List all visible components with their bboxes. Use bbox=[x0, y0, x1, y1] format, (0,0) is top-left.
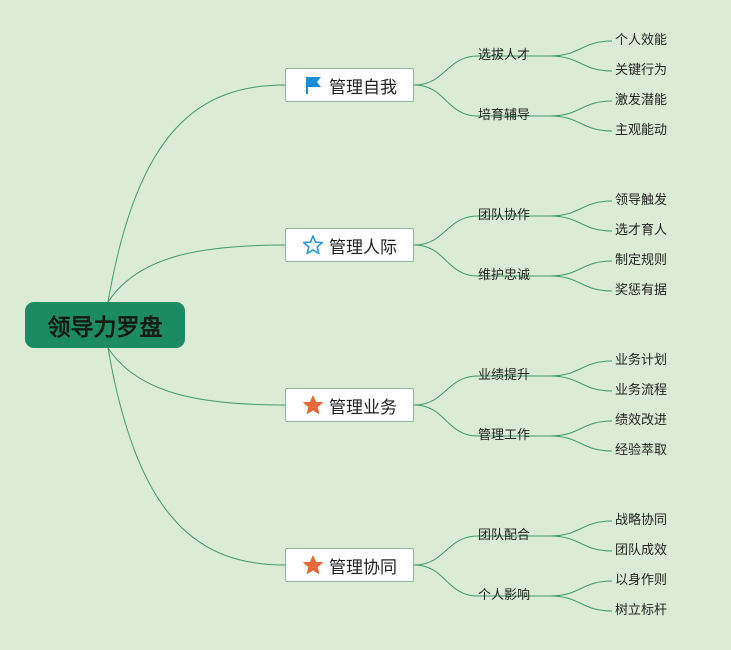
connector-line bbox=[549, 595, 613, 612]
leaf-node[interactable]: 业务计划 bbox=[615, 353, 668, 368]
connector-line bbox=[549, 100, 613, 117]
connector-line bbox=[549, 260, 613, 277]
connector-line bbox=[549, 40, 613, 57]
connector-line bbox=[413, 215, 479, 246]
leaf-node[interactable]: 业务流程 bbox=[615, 383, 668, 398]
leaf-node[interactable]: 团队成效 bbox=[615, 543, 668, 558]
star-filled-icon bbox=[303, 555, 323, 574]
connector-line bbox=[413, 564, 479, 597]
branch-label: 管理自我 bbox=[329, 77, 397, 98]
connector-line bbox=[549, 580, 613, 597]
root-label: 领导力罗盘 bbox=[47, 315, 163, 341]
sub-node-1-1[interactable]: 维护忠诚 bbox=[478, 268, 531, 283]
connector-line bbox=[549, 275, 613, 292]
branch-node-2[interactable]: 管理业务 bbox=[285, 388, 414, 422]
leaf-node[interactable]: 选才育人 bbox=[615, 223, 668, 238]
connector-line bbox=[549, 200, 613, 217]
branch-node-3[interactable]: 管理协同 bbox=[285, 548, 414, 582]
connector-line bbox=[549, 520, 613, 537]
connector-line bbox=[549, 115, 613, 132]
sub-node-3-1[interactable]: 个人影响 bbox=[478, 588, 531, 603]
branch-node-1[interactable]: 管理人际 bbox=[285, 228, 414, 262]
connector-line bbox=[549, 535, 613, 552]
star-outline-icon bbox=[302, 235, 324, 255]
sub-node-1-0[interactable]: 团队协作 bbox=[478, 208, 531, 223]
leaf-node[interactable]: 制定规则 bbox=[615, 253, 668, 268]
connector-line bbox=[549, 420, 613, 437]
leaf-node[interactable]: 战略协同 bbox=[615, 513, 668, 528]
connector-line bbox=[413, 375, 479, 406]
leaf-node[interactable]: 以身作则 bbox=[615, 573, 668, 588]
branch-label: 管理协同 bbox=[329, 557, 397, 578]
leaf-node[interactable]: 领导触发 bbox=[615, 193, 668, 208]
leaf-node[interactable]: 经验萃取 bbox=[615, 443, 668, 458]
connector-line bbox=[549, 360, 613, 377]
sub-node-2-0[interactable]: 业绩提升 bbox=[478, 368, 531, 383]
connector-line bbox=[549, 435, 613, 452]
connector-line bbox=[413, 55, 479, 86]
star-filled-icon bbox=[303, 395, 323, 414]
connector-line bbox=[549, 215, 613, 232]
leaf-node[interactable]: 关键行为 bbox=[615, 63, 668, 78]
connector-line bbox=[107, 347, 286, 406]
sub-node-0-0[interactable]: 选拔人才 bbox=[478, 48, 531, 63]
connector-line bbox=[413, 404, 479, 437]
connector-line bbox=[549, 375, 613, 392]
connector-line bbox=[413, 244, 479, 277]
leaf-node[interactable]: 主观能动 bbox=[615, 123, 668, 138]
connector-line bbox=[549, 55, 613, 72]
sub-node-0-1[interactable]: 培育辅导 bbox=[478, 108, 531, 123]
connector-line bbox=[107, 244, 286, 303]
sub-node-2-1[interactable]: 管理工作 bbox=[478, 428, 531, 443]
flag-icon bbox=[306, 77, 321, 94]
connector-line bbox=[413, 84, 479, 117]
branch-label: 管理人际 bbox=[329, 237, 397, 258]
branch-node-0[interactable]: 管理自我 bbox=[285, 68, 414, 102]
branch-label: 管理业务 bbox=[329, 397, 397, 418]
leaf-node[interactable]: 激发潜能 bbox=[615, 93, 668, 108]
leaf-node[interactable]: 奖惩有据 bbox=[615, 283, 668, 298]
connector-line bbox=[107, 84, 286, 303]
leaf-node[interactable]: 绩效改进 bbox=[615, 413, 668, 428]
leaf-node[interactable]: 树立标杆 bbox=[615, 603, 668, 618]
connector-line bbox=[413, 535, 479, 566]
connector-line bbox=[107, 347, 286, 566]
sub-node-3-0[interactable]: 团队配合 bbox=[478, 528, 531, 543]
leaf-node[interactable]: 个人效能 bbox=[615, 33, 668, 48]
root-node[interactable]: 领导力罗盘 bbox=[25, 302, 185, 348]
